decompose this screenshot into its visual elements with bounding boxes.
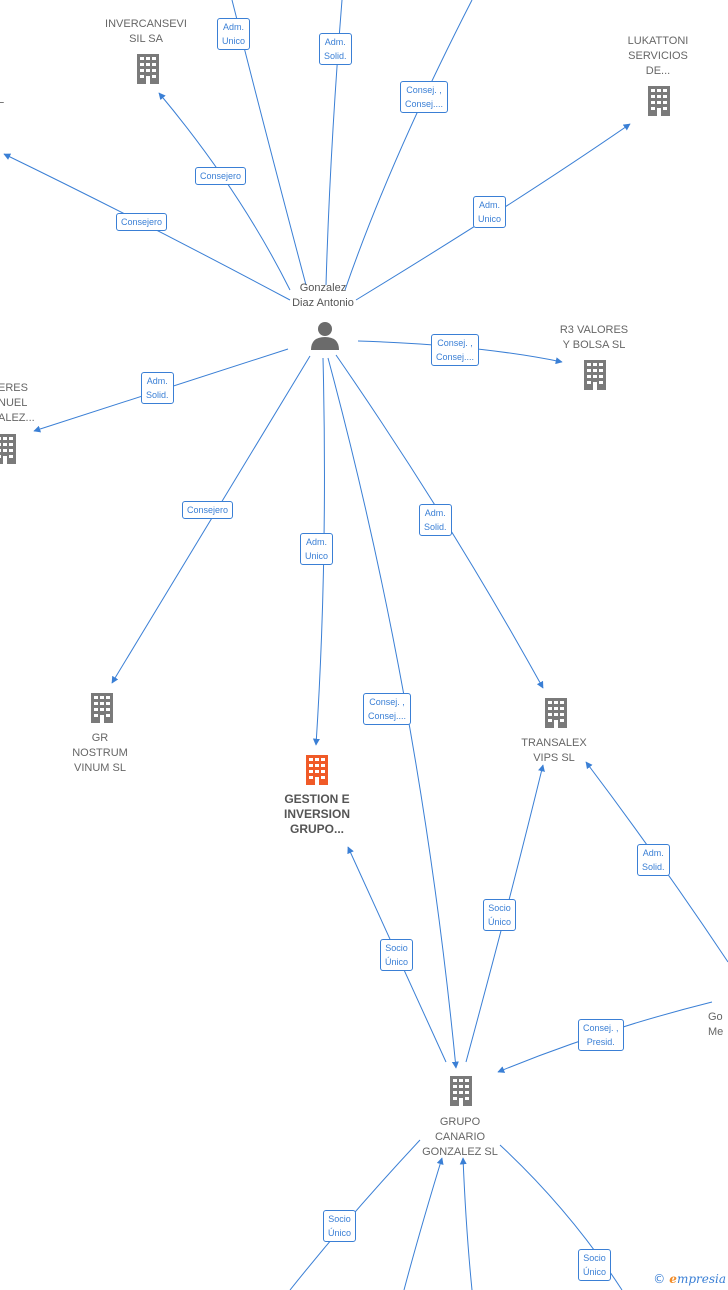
edge-label[interactable]: Consejero <box>182 501 234 519</box>
edge-label[interactable]: Socio Único <box>323 1210 357 1242</box>
node-label-grupo-canario[interactable]: GRUPO CANARIO GONZALEZ SL <box>422 1116 498 1158</box>
building-icon[interactable] <box>91 693 113 723</box>
edge-label[interactable]: Adm. Solid. <box>637 844 670 876</box>
edge-label[interactable]: Consej. , Presid. <box>578 1019 624 1051</box>
edge-label[interactable]: Consej. , Consej.... <box>363 693 412 725</box>
edge-label[interactable]: Adm. Unico <box>300 533 334 565</box>
edge-line <box>459 1157 473 1290</box>
node-label-person[interactable]: Gonzalez Diaz Antonio <box>292 282 354 309</box>
edge-label[interactable]: Socio Único <box>578 1249 612 1281</box>
building-icon[interactable] <box>648 86 670 116</box>
brand-name: mpresia <box>676 1272 726 1286</box>
edge-line <box>158 92 291 291</box>
edge-label[interactable]: Adm. Solid. <box>319 33 352 65</box>
edge-label[interactable]: Socio Único <box>483 899 517 931</box>
building-icon-focus[interactable] <box>306 755 328 785</box>
node-label-transalex[interactable]: TRANSALEX VIPS SL <box>521 737 587 764</box>
building-icon[interactable] <box>0 434 16 464</box>
node-label-r3-valores[interactable]: R3 VALORES Y BOLSA SL <box>559 324 629 351</box>
building-icon[interactable] <box>450 1076 472 1106</box>
node-label-invercansevi[interactable]: INVERCANSEVI SIL SA <box>105 18 187 45</box>
node-label-left-top[interactable]: L <box>0 94 5 106</box>
edge-label[interactable]: Adm. Unico <box>473 196 507 228</box>
edge-label[interactable]: Adm. Solid. <box>141 372 174 404</box>
brand-initial: e <box>669 1272 677 1286</box>
node-label-gr-nostrum[interactable]: GR NOSTRUM VINUM SL <box>72 732 128 774</box>
edge-label[interactable]: Adm. Unico <box>217 18 251 50</box>
building-icon[interactable] <box>137 54 159 84</box>
edge-label[interactable]: Consej. , Consej.... <box>400 81 449 113</box>
building-icon[interactable] <box>584 360 606 390</box>
person-icon[interactable] <box>311 322 339 350</box>
edge-line <box>111 355 311 684</box>
edge-label[interactable]: Consejero <box>195 167 247 185</box>
edge-label[interactable]: Adm. Solid. <box>419 504 452 536</box>
copyright-symbol: © <box>653 1272 666 1286</box>
node-label-right-person[interactable]: Go Me <box>708 1011 724 1038</box>
building-icon[interactable] <box>545 698 567 728</box>
edge-label[interactable]: Consej. , Consej.... <box>431 334 480 366</box>
edge-label[interactable]: Socio Único <box>380 939 414 971</box>
node-label-left-mid[interactable]: ERES NUEL ALEZ... <box>0 382 35 424</box>
edge-label[interactable]: Consejero <box>116 213 168 231</box>
edge-line <box>403 1157 444 1290</box>
edge-line <box>355 123 631 301</box>
empresia-watermark: ©empresia <box>653 1272 726 1286</box>
edge-line <box>344 0 473 291</box>
node-label-lukattoni[interactable]: LUKATTONI SERVICIOS DE... <box>627 35 689 77</box>
node-label-gestion[interactable]: GESTION E INVERSION GRUPO... <box>283 792 350 836</box>
